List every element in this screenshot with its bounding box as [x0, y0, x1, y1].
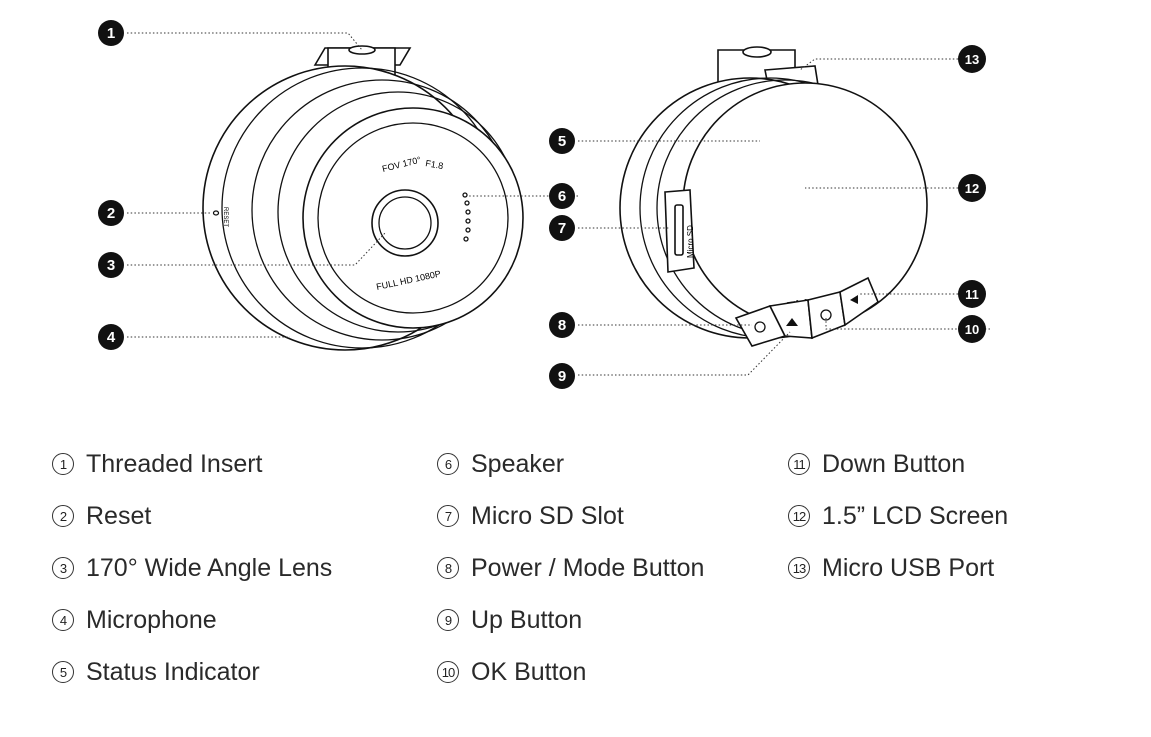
back-view-camera: Micro SD ThiEYE — [619, 46, 928, 347]
legend-number: 8 — [437, 557, 459, 579]
leader-lines — [127, 32, 990, 376]
svg-text:9: 9 — [558, 368, 566, 385]
legend-number: 4 — [52, 609, 74, 631]
svg-text:1: 1 — [107, 25, 115, 42]
legend-label: Down Button — [822, 449, 966, 478]
legend-item-up-button: 9 Up Button — [437, 605, 582, 635]
callout-8: 8 — [549, 312, 575, 338]
callout-11: 11 — [958, 280, 986, 308]
aperture-text: F1.8 — [425, 158, 444, 171]
legend-number: 9 — [437, 609, 459, 631]
legend-label: Speaker — [471, 449, 565, 478]
legend-item-down-button: 11 Down Button — [788, 449, 965, 479]
legend-number: 1 — [52, 453, 74, 475]
legend-label: Micro USB Port — [822, 553, 995, 582]
legend-label: Threaded Insert — [86, 449, 263, 478]
callout-9: 9 — [549, 363, 575, 389]
legend-item-micro-usb-port: 13 Micro USB Port — [788, 553, 994, 583]
legend-item-power-mode-button: 8 Power / Mode Button — [437, 553, 704, 583]
legend-number: 12 — [788, 505, 810, 527]
callout-7: 7 — [549, 215, 575, 241]
legend-number: 11 — [788, 453, 810, 475]
legend-item-micro-sd-slot: 7 Micro SD Slot — [437, 501, 624, 531]
callout-1: 1 — [98, 20, 124, 46]
legend-number: 5 — [52, 661, 74, 683]
legend-label: Power / Mode Button — [471, 553, 705, 582]
svg-text:2: 2 — [107, 205, 115, 222]
svg-text:11: 11 — [965, 287, 979, 302]
camera-diagram: .ln { fill: #fff; stroke: #111; stroke-w… — [98, 20, 990, 389]
callout-3: 3 — [98, 252, 124, 278]
callout-6: 6 — [549, 183, 575, 209]
svg-text:5: 5 — [558, 133, 566, 150]
legend-item-lcd-screen: 12 1.5” LCD Screen — [788, 501, 1008, 531]
callout-5: 5 — [549, 128, 575, 154]
legend-label: Up Button — [471, 605, 583, 634]
legend-number: 6 — [437, 453, 459, 475]
legend-label: Status Indicator — [86, 657, 260, 686]
callout-2: 2 — [98, 200, 124, 226]
svg-text:3: 3 — [107, 257, 115, 274]
speaker-holes — [462, 192, 471, 242]
legend-label: Micro SD Slot — [471, 501, 624, 530]
legend-item-status-indicator: 5 Status Indicator — [52, 657, 260, 687]
legend-item-microphone: 4 Microphone — [52, 605, 217, 635]
reset-text: RESET — [222, 207, 228, 227]
reset-pinhole — [212, 210, 220, 216]
legend-label: 170° Wide Angle Lens — [86, 553, 333, 582]
legend-number: 2 — [52, 505, 74, 527]
front-view-camera: RESET FOV 170° F1.8 FULL HD 1080P — [202, 45, 524, 351]
svg-text:10: 10 — [965, 322, 979, 337]
svg-text:13: 13 — [965, 52, 979, 67]
callout-12: 12 — [958, 174, 986, 202]
legend-item-lens: 3 170° Wide Angle Lens — [52, 553, 332, 583]
down-button — [839, 276, 879, 327]
svg-text:8: 8 — [558, 317, 566, 334]
legend-number: 7 — [437, 505, 459, 527]
svg-text:6: 6 — [558, 188, 566, 205]
legend-label: Reset — [86, 501, 152, 530]
legend-item-ok-button: 10 OK Button — [437, 657, 586, 687]
legend-label: OK Button — [471, 657, 587, 686]
legend-number: 3 — [52, 557, 74, 579]
legend-item-threaded-insert: 1 Threaded Insert — [52, 449, 263, 479]
svg-text:12: 12 — [965, 181, 979, 196]
legend-label: Microphone — [86, 605, 217, 634]
micro-sd-text: Micro SD — [686, 225, 695, 258]
legend-number: 10 — [437, 661, 459, 683]
legend-label: 1.5” LCD Screen — [822, 501, 1009, 530]
callout-13: 13 — [958, 45, 986, 73]
legend-number: 13 — [788, 557, 810, 579]
svg-text:4: 4 — [107, 329, 116, 346]
legend-item-reset: 2 Reset — [52, 501, 151, 531]
svg-text:7: 7 — [558, 220, 566, 237]
legend-item-speaker: 6 Speaker — [437, 449, 564, 479]
wide-angle-lens — [371, 189, 439, 257]
callout-10: 10 — [958, 315, 986, 343]
callout-4: 4 — [98, 324, 124, 350]
